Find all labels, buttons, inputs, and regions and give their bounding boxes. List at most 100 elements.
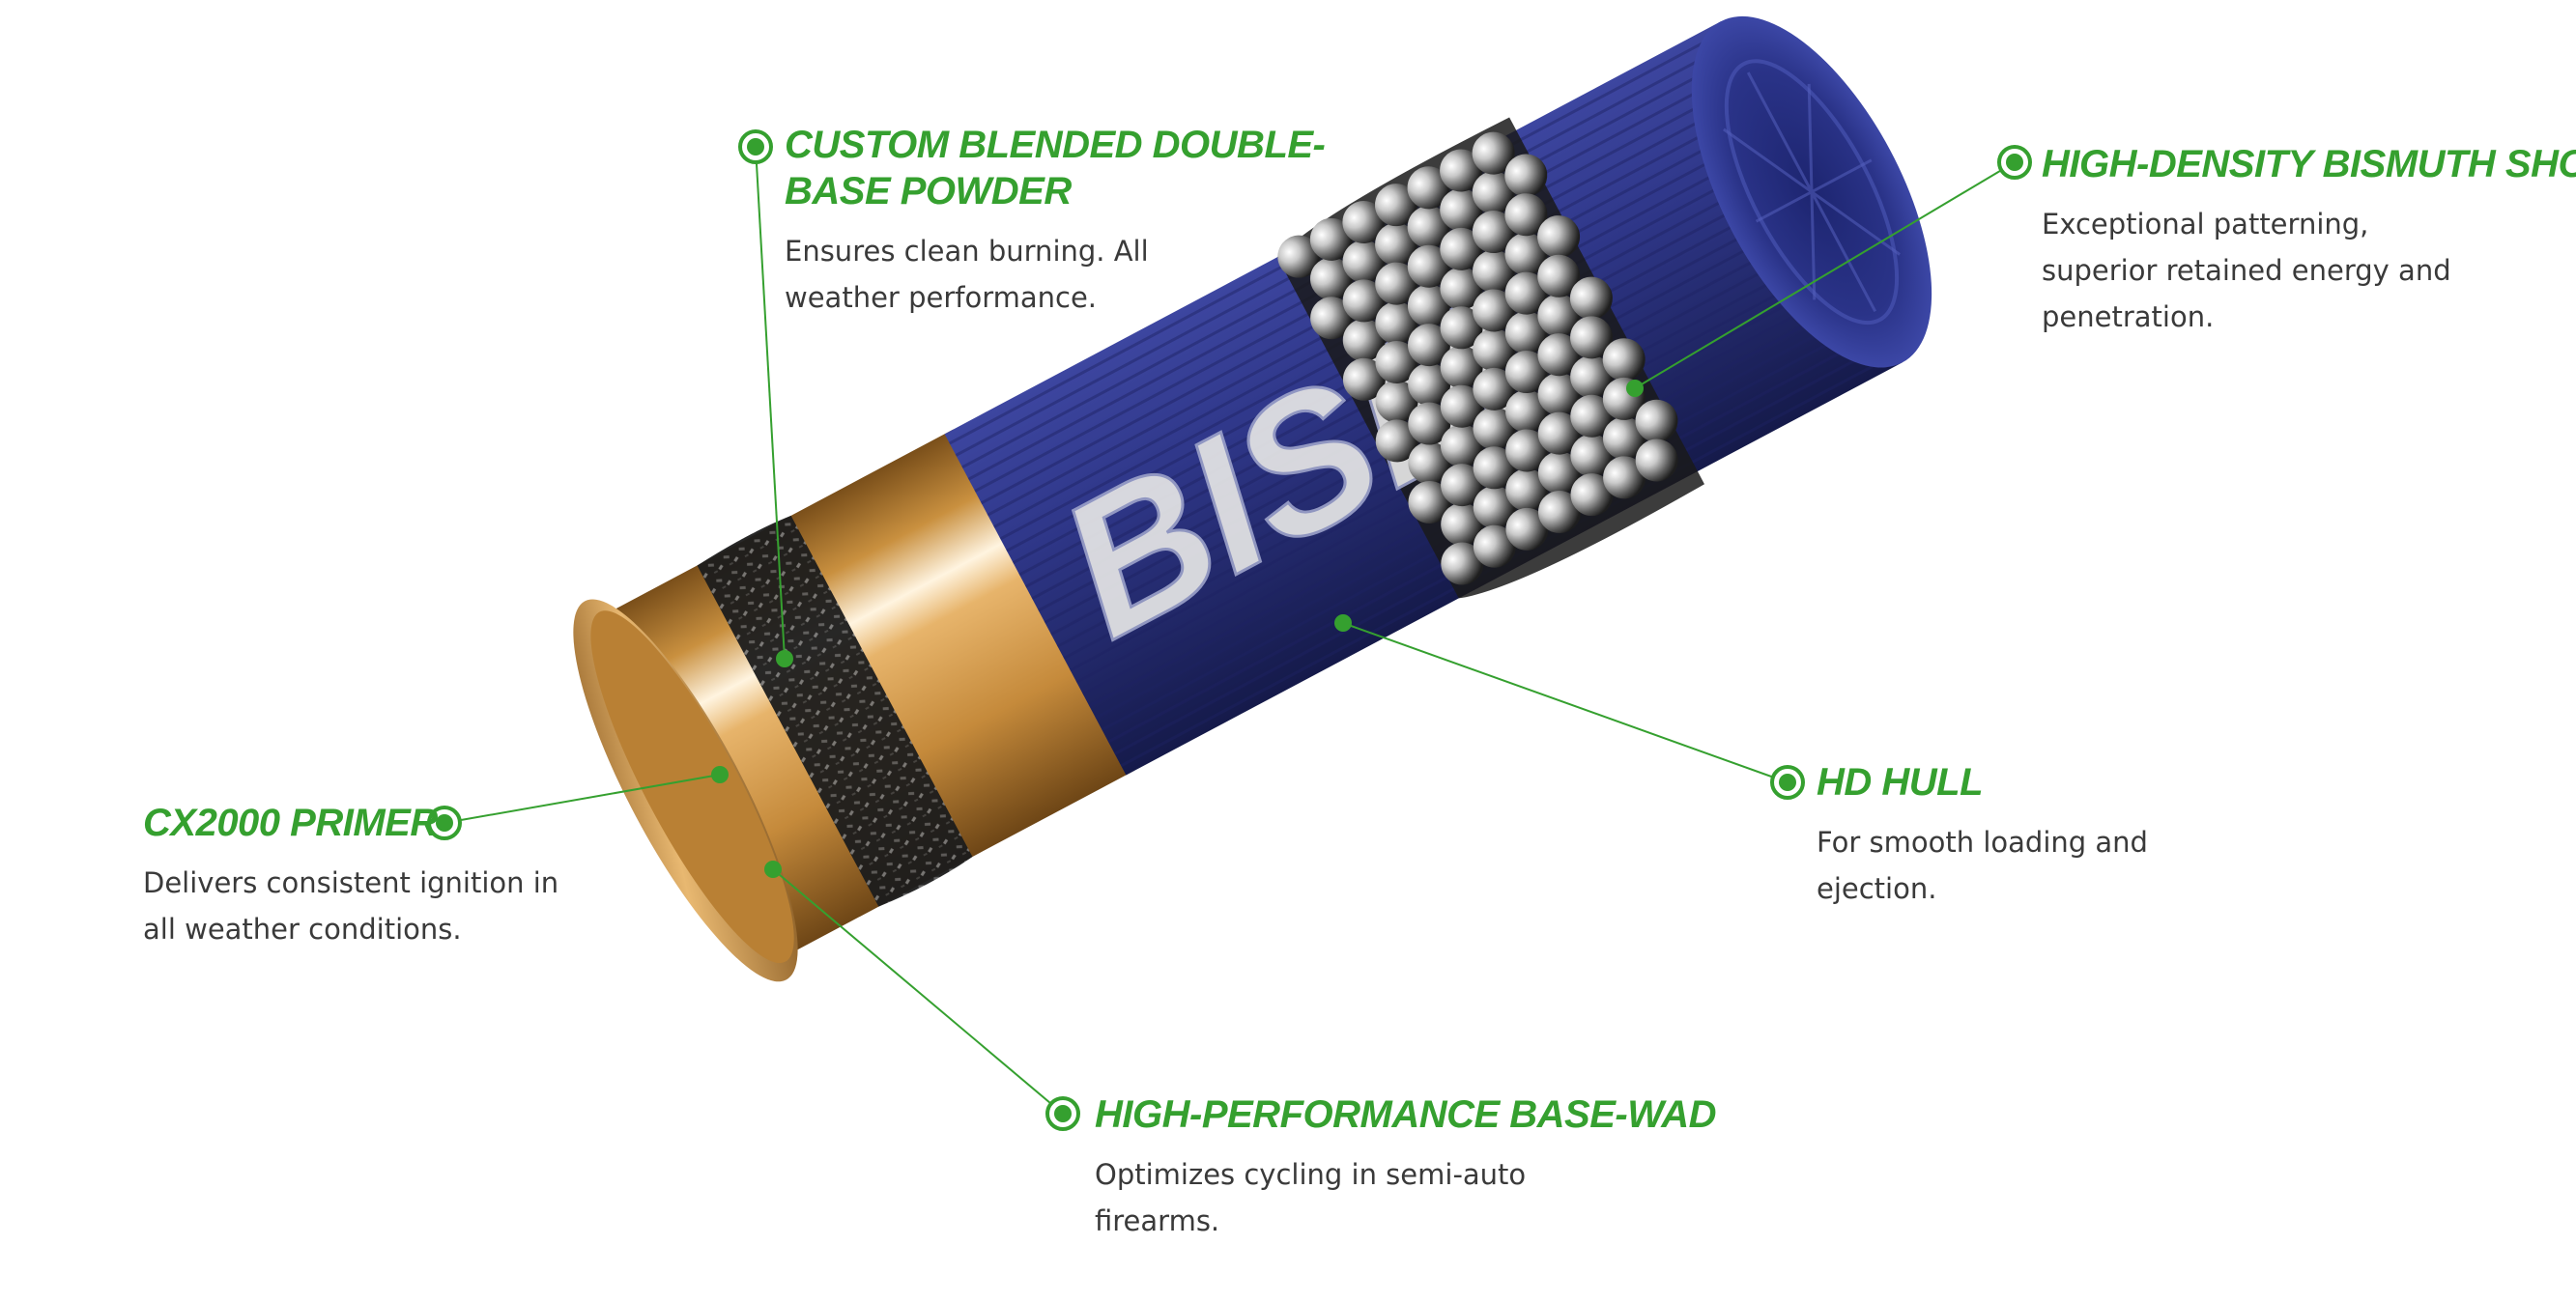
pellet <box>1440 227 1483 270</box>
callout-desc-line: firearms. <box>1095 1204 1220 1237</box>
callout-desc-line: Optimizes cycling in semi-auto <box>1095 1158 1527 1191</box>
pellet <box>1375 340 1418 383</box>
anchor-dot-powder <box>776 650 793 667</box>
callout-title-wad: HIGH-PERFORMANCE BASE-WAD <box>1095 1093 1717 1136</box>
callout-desc-line: ejection. <box>1817 872 1937 905</box>
pellet <box>1570 473 1614 517</box>
leader-line-hull <box>1342 622 1789 783</box>
pellet <box>1537 491 1581 534</box>
callout-shot: HIGH-DENSITY BISMUTH SHOT Exceptional pa… <box>2042 141 2576 340</box>
pellet <box>1407 206 1450 249</box>
pellet <box>1375 222 1418 266</box>
anchor-dot-primer <box>711 766 729 783</box>
pellet <box>1277 235 1321 278</box>
anchor-dot-shot <box>1626 380 1644 397</box>
pellet <box>1407 166 1450 210</box>
callout-title-hull: HD HULL <box>1817 761 1984 804</box>
callout-desc-line: weather performance. <box>785 281 1098 314</box>
pellet <box>1537 411 1581 455</box>
pellet <box>1408 402 1451 445</box>
pellet <box>1504 351 1548 394</box>
pellet <box>1440 188 1483 232</box>
callout-desc-line: Ensures clean burning. All <box>785 235 1149 268</box>
callout-powder: CUSTOM BLENDED DOUBLE- BASE POWDER Ensur… <box>785 122 1326 321</box>
pellet <box>1537 294 1581 337</box>
pellet <box>1473 367 1516 410</box>
pellet <box>1309 217 1353 261</box>
pellet <box>1375 419 1418 463</box>
marker-icon-wad <box>1045 1096 1080 1131</box>
pellet <box>1342 319 1386 362</box>
pellet <box>1440 384 1483 428</box>
pellet <box>1407 284 1450 327</box>
pellet <box>1603 456 1646 499</box>
pellet <box>1408 441 1451 485</box>
pellet <box>1505 468 1549 512</box>
pellet <box>1473 328 1516 372</box>
pellet <box>1537 254 1581 297</box>
pellet <box>1408 362 1451 406</box>
leader-line-shot <box>1634 161 2016 389</box>
callout-primer: CX2000 PRIMER Delivers consistent igniti… <box>143 800 558 952</box>
callout-wad: HIGH-PERFORMANCE BASE-WAD Optimizes cycl… <box>1095 1091 1717 1244</box>
pellet <box>1309 257 1353 300</box>
pellet <box>1602 338 1646 382</box>
pellet <box>1473 289 1516 332</box>
pellet <box>1441 542 1484 585</box>
callout-desc-line: penetration. <box>2042 300 2215 333</box>
callout-desc-wad: Optimizes cycling in semi-auto firearms. <box>1095 1151 1716 1244</box>
pellet <box>1570 316 1614 359</box>
anchor-dot-wad <box>764 861 782 878</box>
callout-title-powder: CUSTOM BLENDED DOUBLE- BASE POWDER <box>785 122 1326 214</box>
marker-icon-hull <box>1770 765 1805 800</box>
pellet <box>1440 267 1483 310</box>
pellet <box>1473 407 1516 450</box>
pellet <box>1407 244 1450 288</box>
marker-icon-powder <box>738 129 773 164</box>
pellet <box>1472 171 1515 214</box>
pellet <box>1504 193 1548 237</box>
callout-title-line: BASE POWDER <box>785 170 1072 212</box>
pellet <box>1375 380 1418 423</box>
pellet <box>1473 485 1516 528</box>
marker-icon-shot <box>1997 145 2032 180</box>
pellet <box>1342 357 1386 401</box>
pellet <box>1408 480 1451 524</box>
callout-desc-line: Exceptional patterning, <box>2042 208 2369 241</box>
pellet <box>1310 297 1354 340</box>
pellet <box>1374 184 1417 227</box>
pellet <box>1472 211 1515 254</box>
pellet <box>1537 333 1581 377</box>
pellet <box>1504 154 1548 197</box>
callout-hull: HD HULL For smooth loading and ejection. <box>1817 759 2148 912</box>
pellet <box>1440 149 1483 192</box>
pellet <box>1505 507 1549 551</box>
pellet <box>1602 416 1646 460</box>
callout-desc-line: Delivers consistent ignition in <box>143 866 559 899</box>
pellet <box>1473 446 1516 490</box>
pellet <box>1537 372 1581 415</box>
pellet <box>1342 200 1386 243</box>
pellet <box>1570 355 1614 399</box>
pellet <box>1569 276 1613 320</box>
pellet <box>1635 439 1678 482</box>
pellet <box>1440 306 1483 350</box>
callout-desc-powder: Ensures clean burning. All weather perfo… <box>785 228 1325 321</box>
pellet <box>1537 451 1581 495</box>
pellet <box>1342 240 1386 283</box>
pellet <box>1472 131 1515 175</box>
pellet <box>1504 232 1548 275</box>
pellet <box>1505 389 1549 433</box>
marker-icon-primer <box>427 806 462 840</box>
pellet <box>1473 524 1516 568</box>
pellet <box>1537 215 1581 259</box>
callout-desc-shot: Exceptional patterning, superior retaine… <box>2042 201 2576 340</box>
pellet <box>1635 399 1678 442</box>
callout-desc-line: For smooth loading and <box>1817 826 2148 859</box>
pellet <box>1342 279 1386 323</box>
pellet <box>1504 311 1548 354</box>
pellet <box>1441 502 1484 546</box>
pellet <box>1505 429 1549 472</box>
pellet <box>1504 271 1548 315</box>
